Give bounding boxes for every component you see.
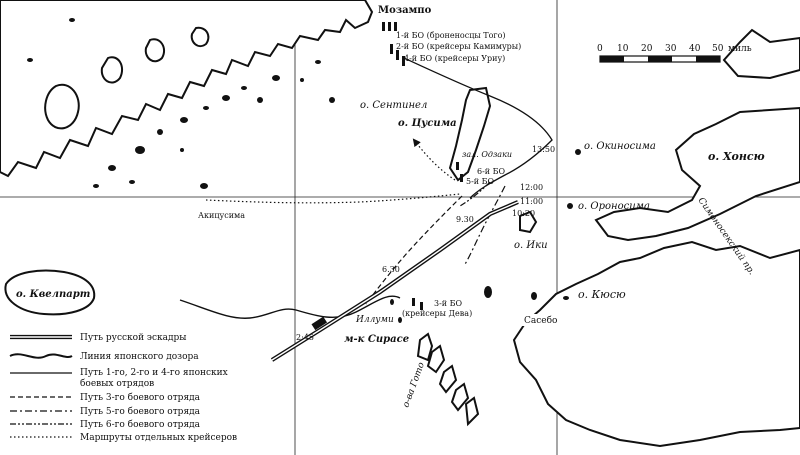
label-ozaki: зал. Одзаки [462,150,512,159]
scale-tick: 30 [665,44,677,54]
bo6-path [459,181,491,207]
legend-label: Путь 5-го боевого отряда [80,406,201,417]
label-bo5: 5-й БО [466,177,495,186]
kyushu-coast [512,240,800,448]
cruiser-route-north [412,138,456,181]
label-bo3-sub: (крейсеры Дева) [402,309,472,318]
korea-coast [0,0,374,178]
korea-islands [27,18,335,189]
time-label: 6.30 [382,265,400,274]
legend-label: Маршруты отдельных крейсеров [80,433,237,443]
bo5-path [463,185,506,267]
label-akitsusima: Акицусима [198,211,245,220]
label-okinosima: о. Окиносима [584,141,656,152]
honshu-north [722,28,800,80]
time-label: 11:00 [520,197,543,206]
label-goto: о-ва Гото [401,361,427,409]
label-kyusyu: о. Кюсю [578,288,626,301]
label-bo1: 1-й БО (броненосцы Того) [396,31,506,40]
label-sirase: м-к Сирасе [344,334,409,345]
label-honsyu: о. Хонсю [708,150,765,163]
label-kvelpart: о. Квелпарт [16,289,90,300]
label-sasebo: Сасебо [524,315,557,326]
time-label: 9.30 [456,215,474,224]
time-label: 10:20 [512,209,535,218]
unit-labels: 1-й БО (броненосцы Того) 2-й БО (крейсер… [396,31,521,318]
russian-squadron-mark [311,316,328,331]
honshu-coast [594,106,800,242]
label-oronosima: о. Ороносима [578,201,650,212]
legend-sample-patrol [9,353,73,359]
scale-tick: 0 [597,44,603,54]
scale-bar: 0 10 20 30 40 50 миль [597,44,752,63]
legend-label: Путь 6-го боевого отряда [80,419,201,430]
scale-unit: миль [728,44,752,54]
time-labels: 13:50 12:00 11:00 10:20 9.30 6.30 2:45 [296,145,555,342]
legend-label: Путь русской эскадры [80,333,186,343]
label-mozampo: Мозампо [378,5,432,16]
label-irlumi: Иллуми [355,315,394,325]
ship-marks [382,22,463,310]
bo3-path [365,195,463,305]
legend-label: Путь 1-го, 2-го и 4-го японских [80,368,228,378]
time-label: 12:00 [520,183,543,192]
time-label: 13:50 [532,145,555,154]
label-tsusima: о. Цусима [398,118,457,129]
kvelpart-island [4,269,96,316]
legend-label: боевых отрядов [80,378,154,389]
patrol-line [179,295,401,319]
iki-island [519,210,538,234]
jap-124-path [403,57,553,199]
label-bo6: 6-й БО [477,167,506,176]
legend-label: Линия японского дозора [80,352,199,362]
label-sentinel: о. Сентинел [360,100,427,111]
scale-tick: 10 [617,44,629,54]
label-bo3: 3-й БО [434,299,463,308]
label-bo2: 2-й БО (крейсеры Камимуры) [396,42,521,51]
legend-label: Путь 3-го боевого отряда [80,392,201,403]
cruiser-route-west [205,193,461,204]
legend: Путь русской эскадры Линия японского доз… [9,333,237,443]
scale-tick: 20 [641,44,653,54]
time-label: 2:45 [296,333,314,342]
russian-path-inner [271,201,519,361]
label-bo4: 4-й БО (крейсеры Уриу) [404,54,505,63]
goto-islands [416,332,480,427]
scale-tick: 40 [689,44,701,54]
scale-tick: 50 [712,44,724,54]
label-iki: о. Ики [514,240,548,251]
small-islands [390,149,581,323]
